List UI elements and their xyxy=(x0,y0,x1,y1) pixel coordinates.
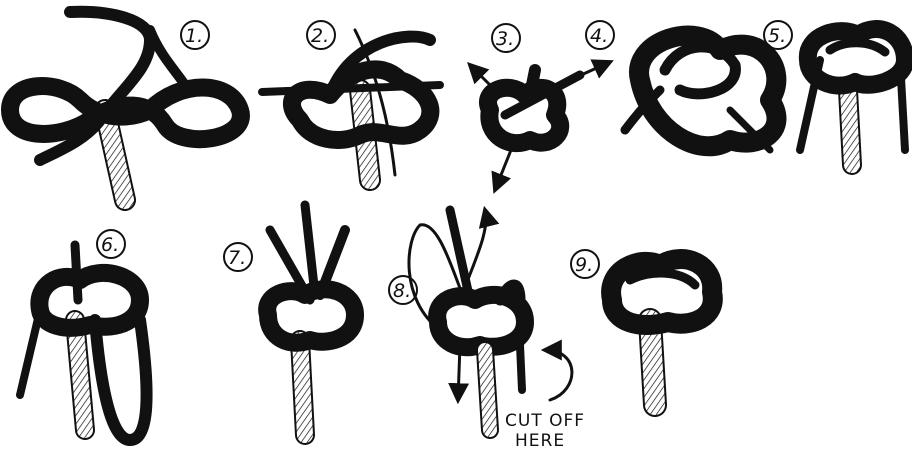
step-2-illustration xyxy=(262,21,440,180)
step-1-label: 1. xyxy=(185,25,203,47)
step-7-illustration xyxy=(224,205,355,435)
cut-off-note-line2: HERE xyxy=(515,431,565,451)
cut-off-note-line1: CUT OFF xyxy=(505,411,585,431)
step-7-label: 7. xyxy=(228,247,246,269)
step-6-illustration xyxy=(20,230,147,440)
step-1-illustration xyxy=(10,12,241,200)
step-2-label: 2. xyxy=(311,25,329,47)
step-6-label: 6. xyxy=(101,234,119,256)
step-3-label: 3. xyxy=(496,28,514,50)
step-9-label: 9. xyxy=(575,254,593,276)
step-8-illustration xyxy=(389,210,572,430)
step-4-illustration xyxy=(586,21,776,150)
step-8-label: 8. xyxy=(393,280,411,302)
step-3-illustration xyxy=(470,24,610,190)
step-5-label: 5. xyxy=(768,25,786,47)
step-4-label: 4. xyxy=(590,25,608,47)
